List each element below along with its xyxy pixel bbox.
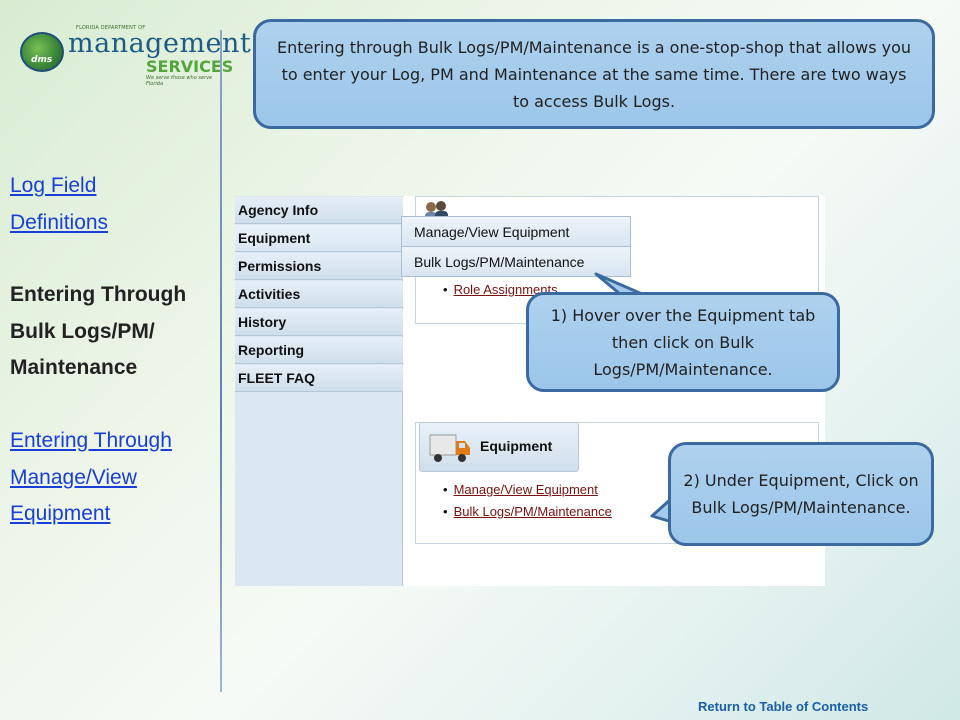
truck-icon	[429, 434, 470, 462]
bullet-glyph: •	[443, 482, 448, 497]
left-nav: Log Field Definitions Entering Through B…	[10, 168, 215, 533]
equipment-dropdown: Manage/View Equipment Bulk Logs/PM/Maint…	[401, 216, 631, 278]
equipment-header-label: Equipment	[480, 438, 553, 454]
tab-reporting[interactable]: Reporting	[235, 337, 403, 364]
nav-spacer	[10, 387, 215, 423]
nav-link-text: Manage/View	[10, 465, 137, 489]
nav-current-section: Entering Through Bulk Logs/PM/ Maintenan…	[10, 277, 215, 387]
manage-view-equipment-link[interactable]: Manage/View Equipment	[453, 482, 598, 497]
nav-current-text: Entering Through	[10, 283, 187, 307]
tab-history[interactable]: History	[235, 309, 403, 336]
list-item: • Bulk Logs/PM/Maintenance	[443, 504, 612, 519]
tab-agency-info[interactable]: Agency Info	[235, 197, 403, 224]
role-assignments-link[interactable]: Role Assignments	[453, 282, 558, 297]
tab-activities[interactable]: Activities	[235, 281, 403, 308]
step-2-callout: 2) Under Equipment, Click on Bulk Logs/P…	[668, 442, 934, 546]
dropdown-bulk-logs[interactable]: Bulk Logs/PM/Maintenance	[401, 246, 631, 277]
nav-link-log-field-definitions[interactable]: Log Field Definitions	[10, 168, 215, 241]
dropdown-manage-view-equipment[interactable]: Manage/View Equipment	[401, 216, 631, 247]
logo-tagline: We serve those who serve Florida	[146, 75, 213, 87]
nav-link-text: Equipment	[10, 502, 111, 526]
list-item: • Manage/View Equipment	[443, 482, 598, 497]
tab-fleet-faq[interactable]: FLEET FAQ	[235, 365, 403, 392]
logo-name-sub: SERVICES	[146, 57, 234, 76]
nav-current-text: Bulk Logs/PM/	[10, 319, 155, 343]
logo-agency-small: Florida Department of	[76, 25, 146, 31]
logo-name-main: management	[68, 28, 252, 59]
dms-logo: Florida Department of dms management SER…	[18, 24, 251, 87]
bullet-glyph: •	[443, 504, 448, 519]
logo-badge: dms	[31, 55, 53, 65]
nav-link-manage-view-equipment[interactable]: Entering Through Manage/View Equipment	[10, 423, 215, 533]
tab-permissions[interactable]: Permissions	[235, 253, 403, 280]
nav-spacer	[10, 241, 215, 277]
step-1-callout: 1) Hover over the Equipment tab then cli…	[526, 292, 840, 392]
step-1-text: 1) Hover over the Equipment tab then cli…	[550, 305, 816, 379]
vertical-divider	[220, 30, 222, 692]
nav-link-text: Log Field	[10, 174, 97, 197]
intro-callout-text: Entering through Bulk Logs/PM/Maintenanc…	[276, 37, 912, 111]
bulk-logs-link[interactable]: Bulk Logs/PM/Maintenance	[453, 504, 612, 519]
list-item: • Role Assignments	[443, 282, 558, 297]
nav-current-text: Maintenance	[10, 356, 138, 380]
step-2-text: 2) Under Equipment, Click on Bulk Logs/P…	[683, 471, 919, 517]
equipment-section-header: Equipment	[419, 422, 579, 472]
intro-callout: Entering through Bulk Logs/PM/Maintenanc…	[253, 19, 935, 129]
return-to-toc-link[interactable]: Return to Table of Contents	[698, 699, 869, 714]
nav-link-text: Entering Through	[10, 428, 172, 452]
bullet-glyph: •	[443, 282, 448, 297]
florida-globe-icon: dms	[20, 32, 64, 72]
nav-link-text: Definitions	[10, 210, 109, 234]
tab-equipment[interactable]: Equipment	[235, 225, 403, 252]
